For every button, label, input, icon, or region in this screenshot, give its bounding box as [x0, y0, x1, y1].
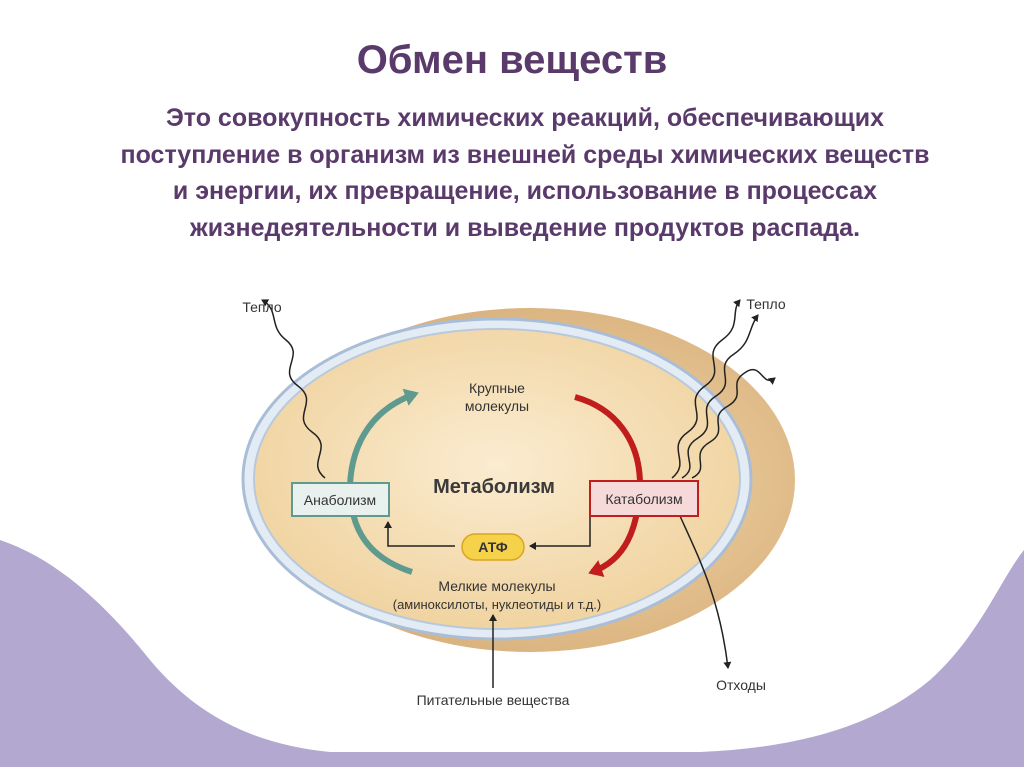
metabolism-label: Метаболизм — [433, 476, 555, 498]
catabolism-label: Катаболизм — [605, 491, 682, 507]
heat-left-label: Тепло — [242, 299, 281, 315]
heat-right-arrow — [681, 314, 759, 479]
slide-title: Обмен веществ — [356, 38, 668, 82]
atp-to-anabolism-arrow — [384, 521, 455, 547]
large-molecules-label: Крупные — [469, 380, 525, 396]
heat-right-label: Тепло — [746, 296, 785, 312]
nutrients-label: Питательные вещества — [417, 692, 570, 708]
waste-label: Отходы — [716, 677, 766, 693]
catabolism-box — [589, 480, 699, 517]
anabolism-box — [291, 482, 390, 517]
small-molecules-label: Мелкие молекулы — [438, 578, 555, 594]
definition-line: поступление в организм из внешней среды … — [120, 140, 930, 169]
catabolism-to-atp-arrow — [529, 514, 591, 550]
waste-arrow — [679, 515, 732, 669]
heat-left-arrow — [261, 299, 326, 479]
atp-label: АТФ — [478, 539, 507, 555]
heat-right-arrow — [671, 299, 741, 479]
definition-line: Это совокупность химических реакций, обе… — [166, 104, 884, 132]
atp-pill — [461, 533, 525, 561]
definition-line: и энергии, их превращение, использование… — [172, 177, 878, 205]
definition-text: Это совокупность химических реакций, обе… — [30, 100, 1020, 246]
small-molecules-detail: (аминоксилоты, нуклеотиды и т.д.) — [393, 597, 602, 612]
anabolism-label: Анаболизм — [304, 492, 376, 508]
definition-line: жизнедеятельности и выведение продуктов … — [189, 213, 861, 242]
large-molecules-label: молекулы — [465, 398, 529, 414]
heat-right-arrow — [691, 369, 776, 479]
